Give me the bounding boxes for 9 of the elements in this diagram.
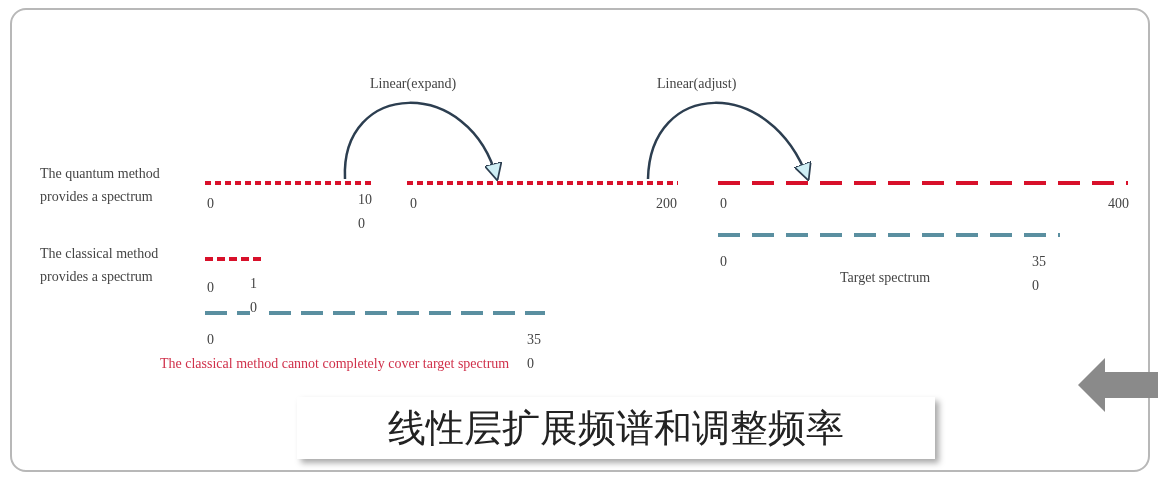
caption-box: 线性层扩展频谱和调整频率 — [297, 397, 935, 459]
curved-arrow — [646, 101, 811, 182]
dashed-bar — [407, 179, 678, 187]
target-label: Target spectrum — [840, 269, 931, 287]
side-label: The quantum method provides a spectrum — [40, 165, 161, 206]
dashed-bar — [718, 179, 1128, 187]
side-label: The classical method provides a spectrum — [40, 245, 160, 286]
warning-text: The classical method cannot completely cover target spectrum — [160, 355, 510, 373]
curved-arrow — [343, 101, 501, 182]
